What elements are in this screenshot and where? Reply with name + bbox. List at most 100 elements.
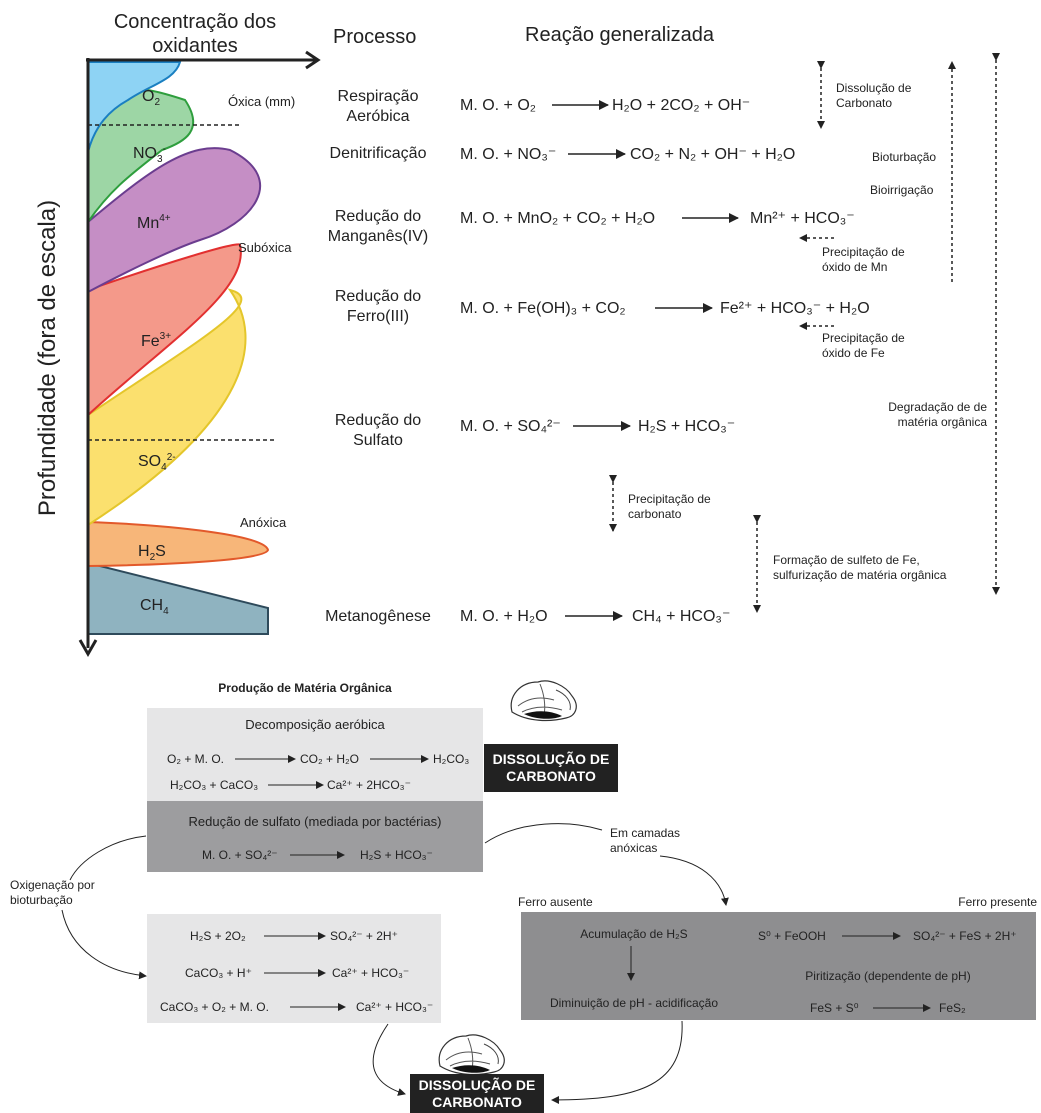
reaction-5-left: M. O. + SO₄²⁻ xyxy=(460,418,561,435)
oxigenacao-curve-bottom xyxy=(61,909,147,980)
dissolucao-label-top-l1: DISSOLUÇÃO DE xyxy=(492,751,610,767)
process-ferro-l2: Ferro(III) xyxy=(347,308,409,325)
em-camadas-curve-out xyxy=(659,855,729,906)
precip-carbonato-note-l1: Precipitação de xyxy=(628,492,711,506)
concentration-axis-arrowhead xyxy=(305,50,321,70)
box1-eq1-a: O₂ + M. O. xyxy=(167,752,224,766)
box3-eq3-a: CaCO₃ + O₂ + M. O. xyxy=(160,1000,269,1014)
em-camadas-l1: Em camadas xyxy=(610,826,680,840)
box4-eq2-b: FeS₂ xyxy=(939,1001,966,1015)
bottom-title: Produção de Matéria Orgânica xyxy=(218,681,392,695)
dissolucao-note-l1: Dissolução de xyxy=(836,81,912,95)
h2s-label: H2S xyxy=(138,543,166,563)
process-respiracao-l1: Respiração xyxy=(338,88,419,105)
so4-curve xyxy=(87,288,247,527)
sulfate-reduction-box xyxy=(147,801,483,872)
precip-carbonato-note-l2: carbonato xyxy=(628,507,682,521)
box1-eq2-b: Ca²⁺ + 2HCO₃⁻ xyxy=(327,778,411,792)
box1-eq1-c: H₂CO₃ xyxy=(433,752,469,766)
no3-label: NO3- xyxy=(133,144,166,165)
mn-label: Mn4+ xyxy=(137,213,171,232)
oxigenacao-curve-top xyxy=(69,835,147,881)
formacao-note-l1: Formação de sulfeto de Fe, xyxy=(773,553,920,567)
process-notes: Dissolução de Carbonato Bioturbação Bioi… xyxy=(609,53,1000,613)
iron-box xyxy=(521,912,1036,1020)
dissolucao-note-l2: Carbonato xyxy=(836,96,892,110)
box4-to-dissolucao xyxy=(551,1020,683,1104)
box4-acumulacao: Acumulação de H₂S xyxy=(580,927,687,941)
formacao-note-l2: sulfurização de matéria orgânica xyxy=(773,568,947,582)
em-camadas-curve-in xyxy=(484,823,603,844)
process-sulfato-l1: Redução do xyxy=(335,412,421,429)
depth-axis-label: Profundidade (fora de escala) xyxy=(34,200,61,516)
reaction-2-left: M. O. + NO₃⁻ xyxy=(460,146,556,163)
process-denitrificacao: Denitrificação xyxy=(330,145,427,162)
reaction-4-right: Fe²⁺ + HCO₃⁻ + H₂O xyxy=(720,300,870,317)
oxigenacao-l2: bioturbação xyxy=(10,893,73,907)
precip-mn-note-l2: óxido de Mn xyxy=(822,260,887,274)
reaction-6-right: CH₄ + HCO₃⁻ xyxy=(632,608,730,625)
box3-eq2-b: Ca²⁺ + HCO₃⁻ xyxy=(332,966,409,980)
oxigenacao-l1: Oxigenação por xyxy=(10,878,95,892)
box3-eq1-a: H₂S + 2O₂ xyxy=(190,929,246,943)
reaction-6-left: M. O. + H₂O xyxy=(460,608,548,625)
reaction-5-right: H₂S + HCO₃⁻ xyxy=(638,418,735,435)
precip-fe-note-l2: óxido de Fe xyxy=(822,346,885,360)
o2-label: O2 xyxy=(142,88,160,108)
reoxidation-box xyxy=(147,914,441,1023)
box4-eq2-a: FeS + S⁰ xyxy=(810,1001,859,1015)
reaction-3-left: M. O. + MnO₂ + CO₂ + H₂O xyxy=(460,210,655,227)
bottom-texts: Decomposição aeróbica O₂ + M. O. CO₂ + H… xyxy=(10,717,1037,1015)
precip-mn-note-l1: Precipitação de xyxy=(822,245,905,259)
dissolucao-label-bottom-l2: CARBONATO xyxy=(432,1093,522,1110)
anoxic-zone-label: Anóxica xyxy=(240,515,287,530)
process-respiracao-l2: Aeróbica xyxy=(346,108,409,125)
concentration-label-line1: Concentração dos xyxy=(114,11,276,33)
process-ferro-l1: Redução do xyxy=(335,288,421,305)
concentration-label-line2: oxidantes xyxy=(152,35,238,57)
box1-eq2-a: H₂CO₃ + CaCO₃ xyxy=(170,778,258,792)
ch4-label: CH4 xyxy=(140,597,169,617)
box2-eq-a: M. O. + SO₄²⁻ xyxy=(202,848,278,862)
fe-curve xyxy=(87,243,242,418)
bioirrigacao-note: Bioirrigação xyxy=(870,183,934,197)
box3-eq3-b: Ca²⁺ + HCO₃⁻ xyxy=(356,1000,433,1014)
box3-eq2-a: CaCO₃ + H⁺ xyxy=(185,966,252,980)
reaction-column-header: Reação generalizada xyxy=(525,24,715,46)
so4-label: SO42- xyxy=(138,452,176,473)
dissolucao-carbonato-box-bottom: DISSOLUÇÃO DE CARBONATO xyxy=(410,1074,544,1113)
reaction-4-left: M. O. + Fe(OH)₃ + CO₂ xyxy=(460,300,626,317)
process-metanogenese: Metanogênese xyxy=(325,608,431,625)
degradacao-note-l1: Degradação de de xyxy=(888,400,987,414)
reaction-1-left: M. O. + O₂ xyxy=(460,97,536,114)
dissolucao-label-top-l2: CARBONATO xyxy=(506,768,596,784)
h2s-curve xyxy=(87,520,270,568)
box4-piritizacao: Piritização (dependente de pH) xyxy=(805,969,970,983)
process-manganes-l2: Manganês(IV) xyxy=(328,228,429,245)
reaction-2-right: CO₂ + N₂ + OH⁻ + H₂O xyxy=(630,146,795,163)
process-sulfato-l2: Sulfato xyxy=(353,432,403,449)
fe-label: Fe3+ xyxy=(141,331,171,350)
box2-title: Redução de sulfato (mediada por bactéria… xyxy=(189,814,442,829)
process-labels: Respiração Aeróbica Denitrificação Reduç… xyxy=(325,88,431,625)
reaction-3-right: Mn²⁺ + HCO₃⁻ xyxy=(750,210,855,227)
ch4-region xyxy=(87,561,269,635)
box1-title: Decomposição aeróbica xyxy=(245,717,385,732)
process-column-header: Processo xyxy=(333,26,416,48)
box4-diminuicao: Diminuição de pH - acidificação xyxy=(550,996,718,1010)
box3-eq1-b: SO₄²⁻ + 2H⁺ xyxy=(330,929,398,943)
dissolucao-label-bottom-l1: DISSOLUÇÃO DE xyxy=(418,1076,536,1093)
process-manganes-l1: Redução do xyxy=(335,208,421,225)
depth-axis-arrowhead xyxy=(78,639,98,658)
shell-icon xyxy=(510,680,577,722)
reactions: M. O. + O₂ H₂O + 2CO₂ + OH⁻ M. O. + NO₃⁻… xyxy=(460,97,870,625)
ferro-ausente-label: Ferro ausente xyxy=(518,895,593,909)
degradacao-note-l2: matéria orgânica xyxy=(898,415,988,429)
reaction-1-right: H₂O + 2CO₂ + OH⁻ xyxy=(612,97,750,114)
mn-curve xyxy=(87,147,262,294)
connector-arrows xyxy=(61,823,729,1104)
em-camadas-l2: anóxicas xyxy=(610,841,657,855)
box1-eq1-b: CO₂ + H₂O xyxy=(300,752,359,766)
bioturbacao-note: Bioturbação xyxy=(872,150,936,164)
